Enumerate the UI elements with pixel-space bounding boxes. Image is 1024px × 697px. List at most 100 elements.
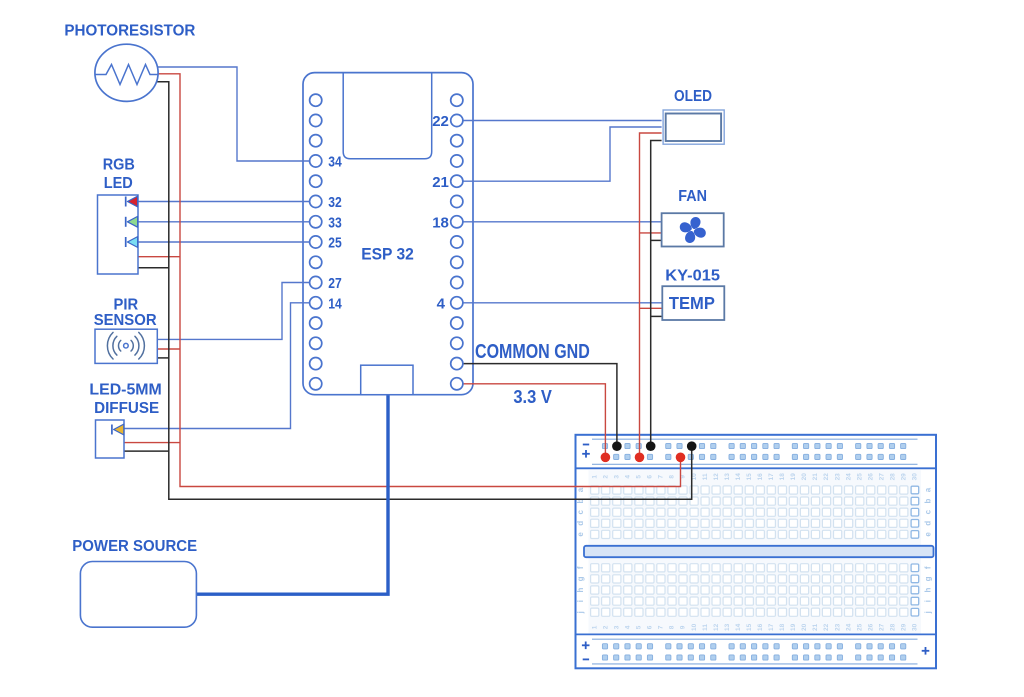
svg-text:j: j <box>576 611 585 614</box>
svg-text:30: 30 <box>912 473 919 481</box>
svg-text:2: 2 <box>602 475 609 479</box>
svg-text:e: e <box>923 532 932 537</box>
svg-text:22: 22 <box>432 113 449 130</box>
svg-text:19: 19 <box>790 473 797 481</box>
svg-text:20: 20 <box>801 473 808 481</box>
svg-text:14: 14 <box>735 473 742 481</box>
svg-text:13: 13 <box>724 623 731 631</box>
svg-text:3: 3 <box>614 475 621 479</box>
svg-text:7: 7 <box>658 475 665 479</box>
svg-text:a: a <box>923 487 932 492</box>
svg-text:SENSOR: SENSOR <box>94 312 157 329</box>
svg-text:14: 14 <box>735 623 742 631</box>
svg-text:11: 11 <box>702 473 709 480</box>
svg-text:g: g <box>576 576 585 581</box>
svg-text:c: c <box>576 509 585 514</box>
svg-text:LED: LED <box>104 175 133 192</box>
svg-text:28: 28 <box>890 473 897 481</box>
svg-text:20: 20 <box>801 623 808 631</box>
svg-text:1: 1 <box>591 475 598 479</box>
svg-text:24: 24 <box>845 623 852 631</box>
svg-text:27: 27 <box>878 623 885 631</box>
svg-text:24: 24 <box>845 473 852 481</box>
svg-text:25: 25 <box>856 623 863 631</box>
svg-text:e: e <box>576 532 585 537</box>
svg-text:g: g <box>923 576 932 581</box>
svg-text:9: 9 <box>680 475 687 479</box>
svg-text:d: d <box>923 521 932 526</box>
svg-text:19: 19 <box>790 623 797 631</box>
svg-text:12: 12 <box>713 473 720 481</box>
svg-text:b: b <box>576 499 585 504</box>
svg-text:h: h <box>576 587 585 592</box>
svg-text:FAN: FAN <box>678 188 707 205</box>
svg-text:TEMP: TEMP <box>669 293 715 313</box>
svg-text:18: 18 <box>432 214 449 231</box>
svg-text:8: 8 <box>669 625 676 629</box>
svg-text:1: 1 <box>591 625 598 629</box>
svg-text:12: 12 <box>713 623 720 631</box>
svg-text:26: 26 <box>867 473 874 481</box>
svg-text:18: 18 <box>779 473 786 481</box>
svg-text:16: 16 <box>757 473 764 481</box>
svg-text:10: 10 <box>691 623 698 631</box>
svg-text:25: 25 <box>328 235 342 252</box>
svg-text:RGB: RGB <box>103 157 135 174</box>
svg-text:18: 18 <box>779 623 786 631</box>
svg-text:d: d <box>576 521 585 526</box>
svg-text:PHOTORESISTOR: PHOTORESISTOR <box>64 22 195 39</box>
svg-text:25: 25 <box>856 473 863 481</box>
svg-text:c: c <box>923 509 932 514</box>
svg-text:32: 32 <box>328 194 342 211</box>
svg-text:21: 21 <box>432 174 449 191</box>
svg-text:4: 4 <box>437 295 446 312</box>
svg-text:h: h <box>923 587 932 592</box>
svg-text:28: 28 <box>890 623 897 631</box>
svg-text:27: 27 <box>328 275 342 292</box>
svg-text:23: 23 <box>834 473 841 481</box>
svg-text:7: 7 <box>658 625 665 629</box>
svg-text:DIFFUSE: DIFFUSE <box>94 400 159 417</box>
svg-text:10: 10 <box>691 473 698 481</box>
svg-text:ESP 32: ESP 32 <box>361 246 414 264</box>
svg-text:f: f <box>923 566 932 569</box>
svg-text:29: 29 <box>901 473 908 481</box>
svg-text:26: 26 <box>867 623 874 631</box>
svg-text:COMMON GND: COMMON GND <box>475 341 590 363</box>
svg-text:KY-015: KY-015 <box>665 267 720 284</box>
svg-text:3: 3 <box>614 625 621 629</box>
svg-text:4: 4 <box>625 625 632 629</box>
svg-text:22: 22 <box>823 623 830 631</box>
svg-text:21: 21 <box>812 473 819 481</box>
svg-text:5: 5 <box>636 625 643 629</box>
svg-text:14: 14 <box>328 295 342 312</box>
svg-text:i: i <box>923 600 932 602</box>
svg-text:34: 34 <box>328 154 342 171</box>
svg-text:30: 30 <box>912 623 919 631</box>
svg-text:f: f <box>576 566 585 569</box>
svg-text:33: 33 <box>328 214 342 231</box>
svg-text:21: 21 <box>812 623 819 631</box>
svg-text:3.3 V: 3.3 V <box>513 387 552 407</box>
svg-text:j: j <box>923 611 932 614</box>
svg-text:9: 9 <box>680 625 687 629</box>
svg-text:23: 23 <box>834 623 841 631</box>
svg-text:15: 15 <box>746 473 753 481</box>
svg-text:POWER SOURCE: POWER SOURCE <box>72 538 197 555</box>
svg-text:11: 11 <box>702 624 709 631</box>
svg-text:6: 6 <box>647 475 654 479</box>
svg-text:27: 27 <box>878 473 885 481</box>
svg-text:22: 22 <box>823 473 830 481</box>
svg-text:15: 15 <box>746 623 753 631</box>
svg-text:i: i <box>576 600 585 602</box>
svg-text:a: a <box>576 487 585 492</box>
svg-text:16: 16 <box>757 623 764 631</box>
svg-text:17: 17 <box>768 623 775 631</box>
svg-text:OLED: OLED <box>674 88 712 105</box>
svg-text:2: 2 <box>602 625 609 629</box>
svg-text:4: 4 <box>625 475 632 479</box>
svg-text:17: 17 <box>768 473 775 481</box>
svg-text:PIR: PIR <box>114 296 139 313</box>
svg-text:13: 13 <box>724 473 731 481</box>
svg-text:6: 6 <box>647 625 654 629</box>
